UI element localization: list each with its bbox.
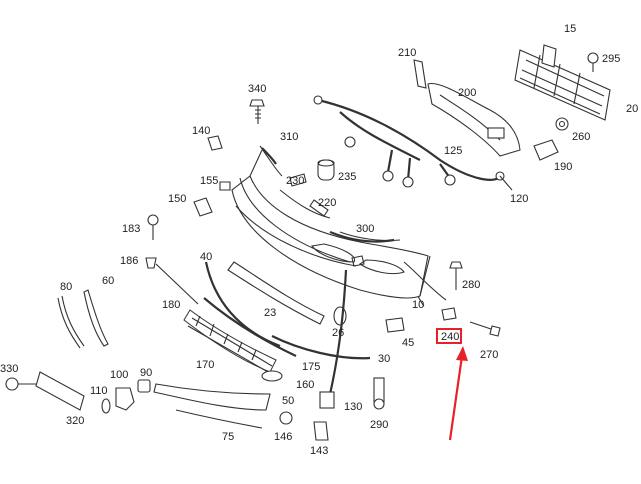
label-80: 80 — [60, 281, 72, 293]
bracket-320 — [35, 371, 85, 411]
label-26: 26 — [332, 327, 344, 339]
label-295: 295 — [602, 53, 620, 65]
label-143: 143 — [310, 445, 328, 457]
screw-146 — [279, 411, 293, 425]
label-270: 270 — [480, 349, 498, 361]
label-183: 183 — [122, 223, 140, 235]
trim-strip-160 — [153, 383, 271, 411]
clip-210 — [413, 59, 427, 89]
label-220: 220 — [318, 197, 336, 209]
bracket-310 — [261, 147, 277, 165]
trim-strip-75 — [175, 409, 263, 429]
label-75: 75 — [222, 431, 234, 443]
bolt-270 — [469, 321, 501, 337]
bumper-cover — [231, 145, 447, 301]
label-30: 30 — [378, 353, 390, 365]
label-140: 140 — [192, 125, 210, 137]
label-10: 10 — [412, 299, 424, 311]
grille-mesh-upper — [514, 44, 611, 121]
trim-strip-23 — [227, 261, 325, 325]
label-300: 300 — [356, 223, 374, 235]
trim-strip-30 — [271, 335, 371, 360]
label-290: 290 — [370, 419, 388, 431]
bracket-190 — [533, 139, 559, 161]
headlamp-washer-140 — [207, 135, 223, 151]
wiring-harness-120 — [313, 95, 513, 191]
towing-cover-50 — [261, 370, 283, 382]
label-230: 230 — [286, 175, 304, 187]
bracket-230 — [289, 173, 307, 187]
label-40: 40 — [200, 251, 212, 263]
screw-183 — [147, 214, 159, 240]
trim-strip-175 — [203, 297, 297, 357]
label-20: 20 — [626, 103, 638, 115]
label-23: 23 — [264, 307, 276, 319]
label-50: 50 — [282, 395, 294, 407]
label-130: 130 — [344, 401, 362, 413]
label-240: 240 — [441, 331, 459, 343]
bracket-45 — [385, 317, 405, 333]
label-100: 100 — [110, 369, 128, 381]
highlight-box-240 — [436, 328, 462, 344]
label-45: 45 — [402, 337, 414, 349]
label-180: 180 — [162, 299, 180, 311]
label-340: 340 — [248, 83, 266, 95]
bracket-200 — [427, 82, 521, 157]
label-120: 120 — [510, 193, 528, 205]
label-260: 260 — [572, 131, 590, 143]
damper-235 — [317, 159, 335, 181]
spacer-90 — [137, 379, 151, 393]
screw-330 — [5, 377, 38, 391]
nut-100 — [115, 387, 135, 411]
label-200: 200 — [458, 87, 476, 99]
screw-280 — [449, 261, 463, 290]
rod-130 — [319, 269, 348, 409]
label-330: 330 — [0, 363, 18, 375]
lower-grille-170 — [183, 309, 277, 373]
label-210: 210 — [398, 47, 416, 59]
bracket-220 — [309, 199, 329, 217]
label-190: 190 — [554, 161, 572, 173]
trim-60 — [83, 289, 109, 347]
rod-180 — [155, 263, 199, 305]
label-186: 186 — [120, 255, 138, 267]
highlight-arrowhead — [456, 346, 468, 361]
clip-240 — [441, 307, 457, 321]
label-320: 320 — [66, 415, 84, 427]
label-90: 90 — [140, 367, 152, 379]
label-155: 155 — [200, 175, 218, 187]
label-170: 170 — [196, 359, 214, 371]
label-110: 110 — [90, 385, 108, 397]
washer-110 — [101, 398, 111, 414]
label-146: 146 — [274, 431, 292, 443]
label-235: 235 — [338, 171, 356, 183]
trim-strip-300 — [329, 230, 395, 243]
label-175: 175 — [302, 361, 320, 373]
bracket-150 — [193, 197, 213, 217]
cover-10 — [417, 295, 425, 307]
part-labels: 15 295 210 200 20 260 190 340 140 310 12… — [0, 23, 638, 457]
bracket-143 — [313, 421, 329, 441]
trim-80 — [57, 295, 85, 349]
clip-186 — [145, 257, 157, 269]
label-125: 125 — [444, 145, 462, 157]
screw-295 — [587, 52, 599, 72]
clip-260 — [555, 117, 569, 131]
screw-290 — [373, 377, 385, 410]
label-280: 280 — [462, 279, 480, 291]
label-160: 160 — [296, 379, 314, 391]
label-310: 310 — [280, 131, 298, 143]
label-15: 15 — [564, 23, 576, 35]
highlight-arrow — [448, 355, 464, 441]
clip-155 — [219, 181, 231, 191]
label-60: 60 — [102, 275, 114, 287]
screw-340 — [249, 99, 265, 124]
label-150: 150 — [168, 193, 186, 205]
